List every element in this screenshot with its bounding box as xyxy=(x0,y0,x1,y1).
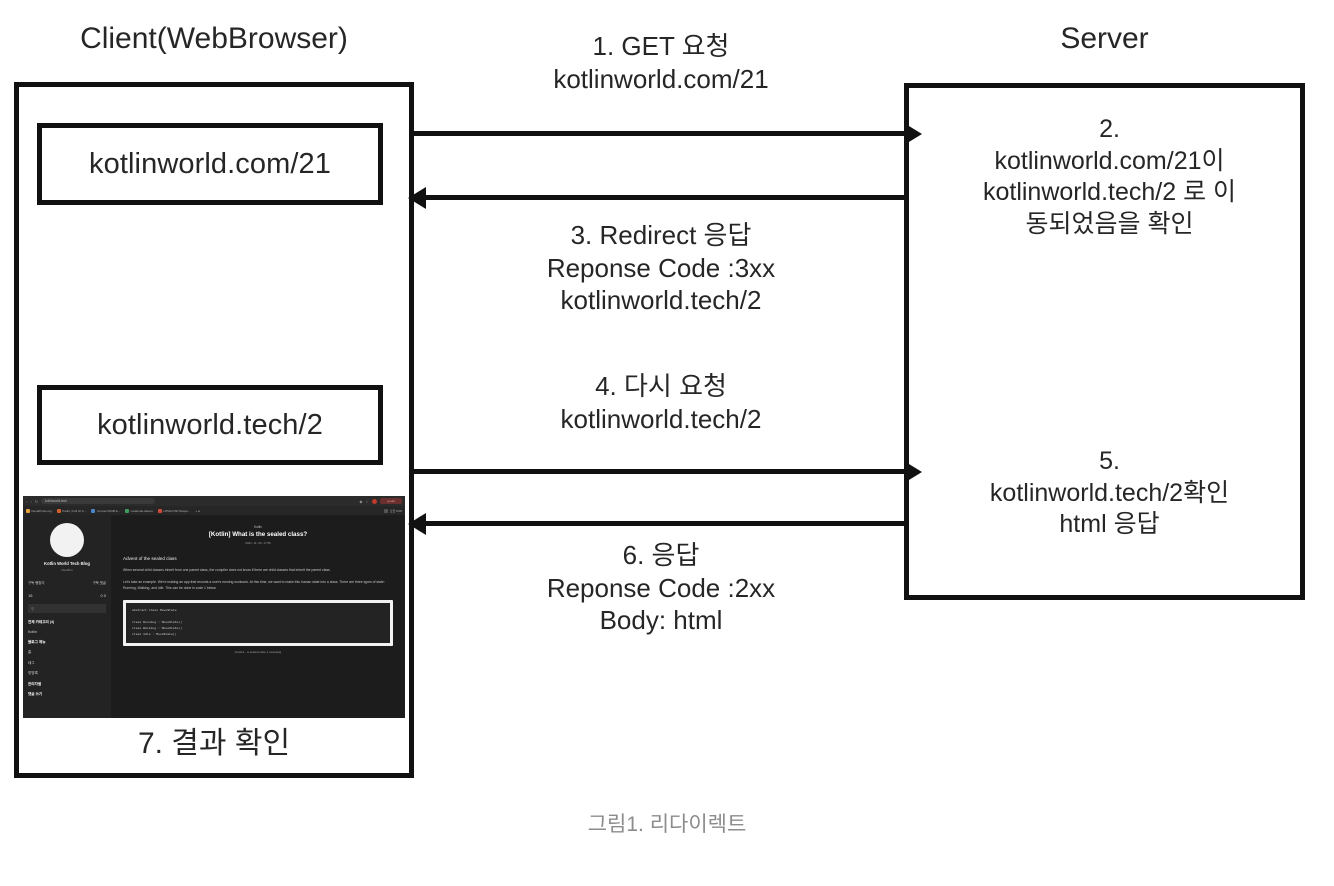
star-icon: ☆ xyxy=(365,498,369,504)
post-paragraph-1: When several child classes inherit from … xyxy=(123,567,331,572)
bookmark-icon xyxy=(157,508,162,513)
client-url-box-redirected: kotlinworld.tech/2 xyxy=(37,385,383,465)
post-content: Kotlin [Kotlin] What is the sealed class… xyxy=(111,515,405,718)
browser-titlebar: ‹ › ↻ kotlinworld.tech ◆ ☆ gmail xyxy=(23,496,405,506)
post-title: [Kotlin] What is the sealed class? xyxy=(208,531,308,538)
code-line: class Running : MoveState() xyxy=(132,620,183,625)
client-url-initial-text: kotlinworld.com/21 xyxy=(89,147,331,180)
blog-sidebar: Kotlin World Tech Blog DevFilm 구독 랭킹이 구독… xyxy=(23,515,111,718)
result-step-label: 7. 결과 확인 xyxy=(137,727,291,760)
client-box: kotlinworld.com/21 kotlinworld.tech/2 ‹ … xyxy=(14,82,414,778)
window-button[interactable]: gmail xyxy=(380,498,402,504)
clock: 오전 9:06 xyxy=(384,508,402,513)
stats-label-left: 구독 랭킹이 xyxy=(28,580,45,585)
stats-label-right: 구독 댓글 xyxy=(92,580,106,585)
avatar xyxy=(50,523,84,557)
blog-subtitle: DevFilm xyxy=(61,567,73,572)
sidebar-item-kotlin[interactable]: Kotlin xyxy=(28,630,37,634)
bookmark-item[interactable]: + w xyxy=(195,509,200,513)
code-line: class Idle : MoveState() xyxy=(132,631,177,636)
stats-value-left: 18 xyxy=(28,592,33,598)
embedded-browser-screenshot: ‹ › ↻ kotlinworld.tech ◆ ☆ gmail DevelPo… xyxy=(23,496,405,718)
code-block: abstract class MoveState class Running :… xyxy=(126,603,390,643)
code-block-wrapper: abstract class MoveState class Running :… xyxy=(123,600,393,646)
blog-name: Kotlin World Tech Blog xyxy=(44,561,90,566)
client-url-redirected-text: kotlinworld.tech/2 xyxy=(97,408,323,441)
bookmark-label: Kotlin | Full UI C... xyxy=(62,508,87,513)
omnibox[interactable]: kotlinworld.tech xyxy=(41,498,156,504)
back-icon: ‹ xyxy=(26,498,28,504)
browser-body: Kotlin World Tech Blog DevFilm 구독 랭킹이 구독… xyxy=(23,515,405,718)
post-paragraph-2: Let's take an example. We're making an a… xyxy=(123,580,385,590)
code-line: abstract class MoveState xyxy=(132,608,177,613)
bookmark-item[interactable]: DevelPosts.org xyxy=(26,508,52,513)
sidebar-item-admin[interactable]: 관리자별 xyxy=(28,681,42,686)
bookmark-label: + w xyxy=(195,508,201,513)
arrow-label-step3: 3. Redirect 응답 Reponse Code :3xx kotlinw… xyxy=(546,220,776,315)
arrow-label-step1: 1. GET 요청 kotlinworld.com/21 xyxy=(553,31,769,94)
post-heading: Advent of the sealed class xyxy=(123,555,177,561)
bookmark-icon xyxy=(91,508,96,513)
arrow-response-redirect xyxy=(408,186,906,209)
sidebar-item-home[interactable]: 홈 xyxy=(28,650,32,654)
bookmark-icon xyxy=(125,508,130,513)
stats-value-right: 0 0 xyxy=(100,592,106,598)
bookmark-item[interactable]: notebook-tokens xyxy=(125,508,153,513)
figure-caption: 그림1. 리다이렉트 xyxy=(587,813,747,836)
sidebar-item-blogmenu[interactable]: 블로그 메뉴 xyxy=(28,639,46,644)
search-icon: ⚲ xyxy=(31,605,34,611)
arrow-label-step4: 4. 다시 요청 kotlinworld.tech/2 xyxy=(560,371,762,434)
sidebar-item-guestbook[interactable]: 방명록 xyxy=(28,671,38,675)
code-line: class Walking : MoveState() xyxy=(132,625,183,630)
forward-icon: › xyxy=(30,498,32,504)
sidebar-item-categories[interactable]: 전체 카테고리 (4) xyxy=(28,619,55,624)
bookmark-item[interactable]: Convert RGB &... xyxy=(91,508,121,513)
arrow-label-step6: 6. 응답 Reponse Code :2xx Body: html xyxy=(546,540,776,635)
clock-icon xyxy=(384,508,389,513)
extensions-icon: ◆ xyxy=(359,498,363,504)
arrow-request-retry xyxy=(414,460,922,483)
sidebar-item-tags[interactable]: 테그 xyxy=(28,660,35,665)
profile-avatar-icon xyxy=(372,498,377,504)
bookmark-item[interactable]: HTML/CSP Respo... xyxy=(157,508,191,513)
blog-stats-values: 18 0 0 xyxy=(28,593,106,598)
bookmarks-bar: DevelPosts.org Kotlin | Full UI C... Con… xyxy=(23,506,405,515)
client-url-box-initial: kotlinworld.com/21 xyxy=(37,123,383,205)
server-note-step5: 5. kotlinworld.tech/2확인 html 응답 xyxy=(989,447,1230,538)
arrow-request-get xyxy=(414,122,922,145)
sidebar-search-input[interactable]: ⚲ xyxy=(28,603,106,613)
post-kicker: Kotlin xyxy=(254,525,262,529)
server-box: 2. kotlinworld.com/21이 kotlinworld.tech/… xyxy=(904,83,1305,600)
clock-label: 오전 9:06 xyxy=(389,508,402,513)
sidebar-item-writecomment[interactable]: 댓글 쓰기 xyxy=(28,692,43,696)
post-date: 2021. 11. 26. 17:56 xyxy=(245,540,271,545)
arrow-response-html xyxy=(408,512,906,535)
blog-stats: 구독 랭킹이 구독 댓글 xyxy=(28,580,106,585)
client-column-title: Client(WebBrowser) xyxy=(80,22,348,55)
bookmark-label: notebook-tokens xyxy=(130,508,153,513)
bookmark-label: HTML/CSP Respo... xyxy=(163,508,191,513)
server-column-title: Server xyxy=(1060,22,1149,55)
bookmark-label: DevelPosts.org xyxy=(31,508,52,513)
code-caption: [Code1 - a sealed state 1 example] xyxy=(234,649,282,654)
bookmark-item[interactable]: Kotlin | Full UI C... xyxy=(56,508,87,513)
reload-icon: ↻ xyxy=(34,498,39,504)
bookmark-icon xyxy=(56,508,61,513)
bookmark-icon xyxy=(26,508,30,513)
bookmark-label: Convert RGB &... xyxy=(96,508,121,513)
sidebar-menu: 전체 카테고리 (4) Kotlin 블로그 메뉴 홈 테그 방명록 관리자별 … xyxy=(28,620,106,698)
server-note-step2: 2. kotlinworld.com/21이 kotlinworld.tech/… xyxy=(982,115,1237,238)
